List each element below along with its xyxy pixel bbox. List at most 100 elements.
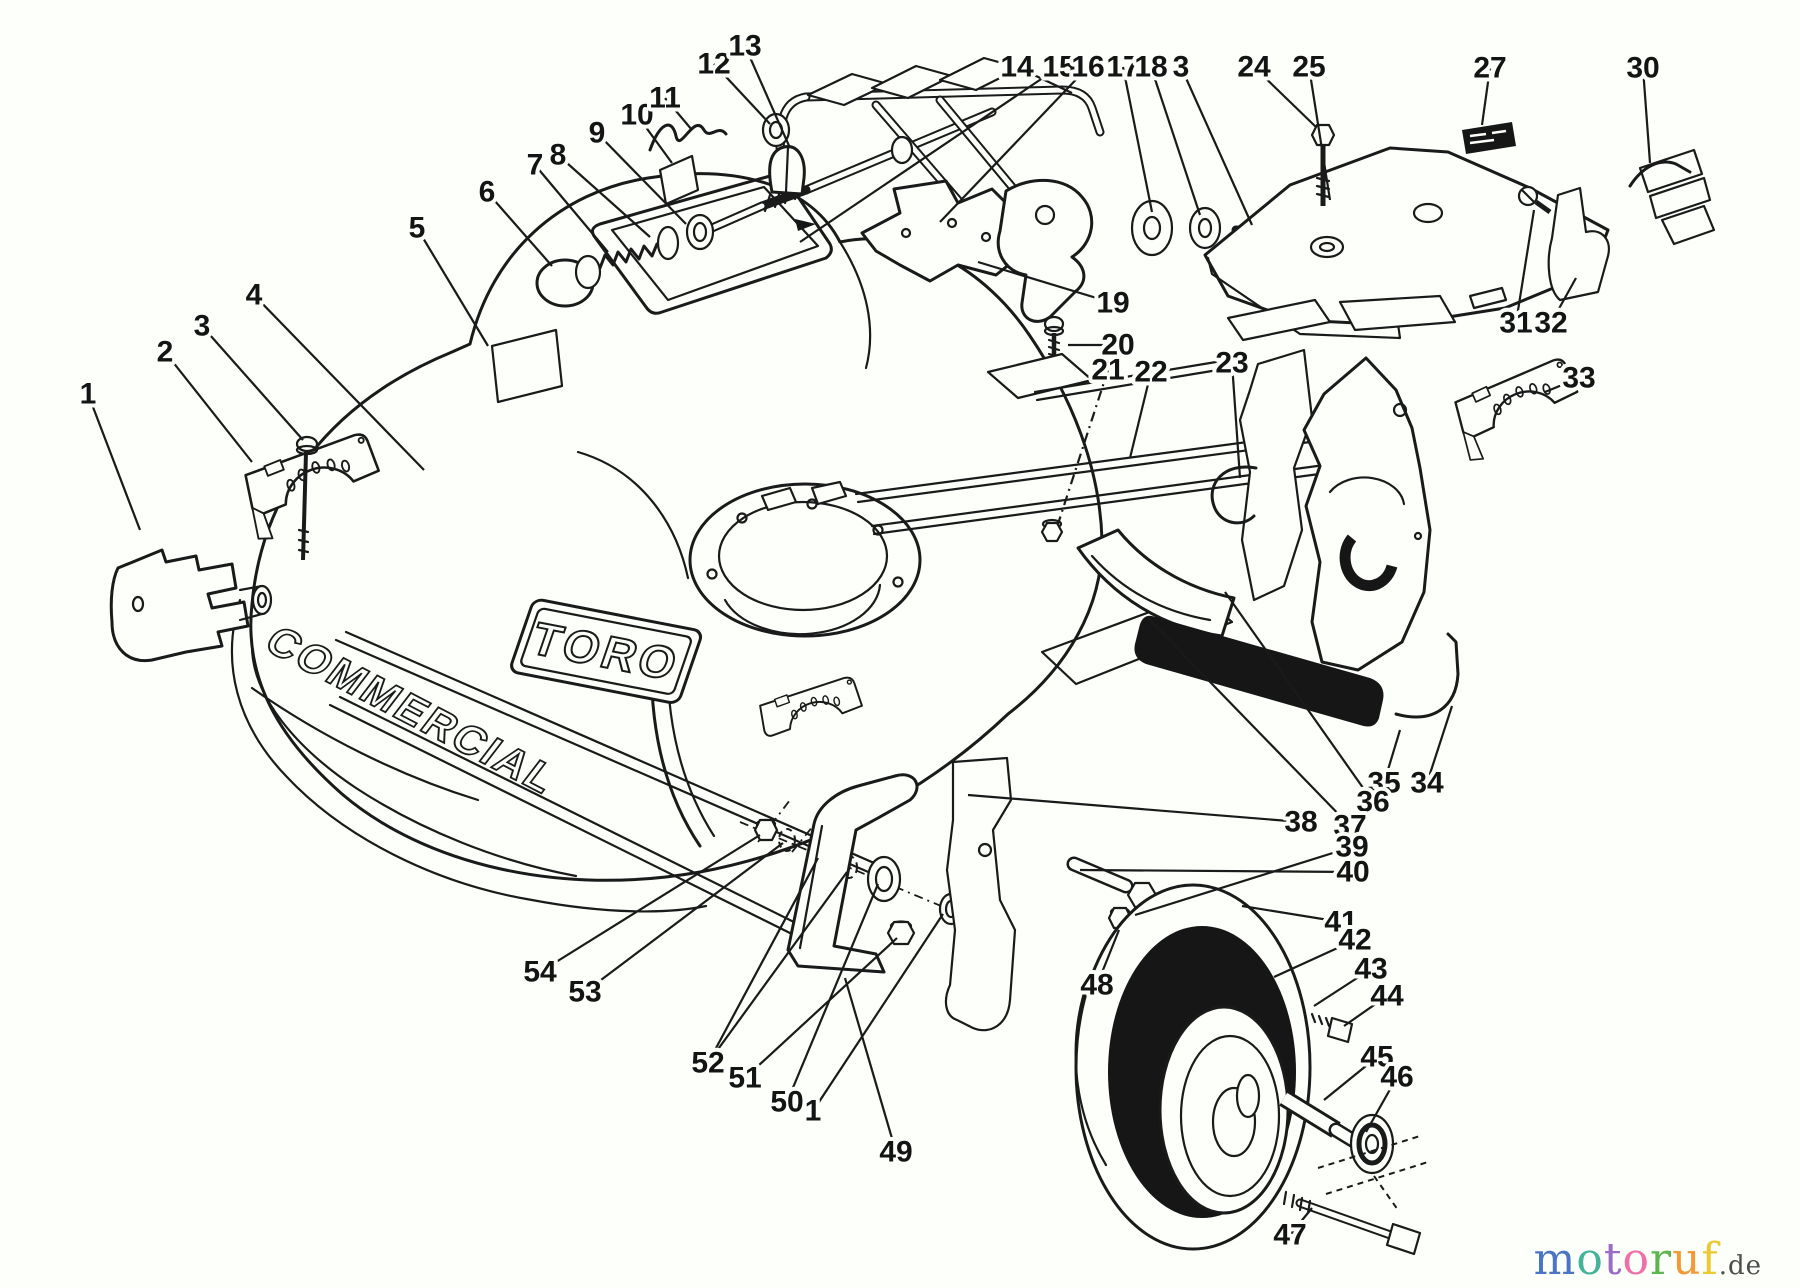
control-rod-parts — [535, 213, 715, 308]
rack-hole — [791, 709, 798, 720]
rack-screw — [846, 679, 853, 685]
leader-line-13 — [743, 45, 792, 149]
latch-hole — [946, 217, 958, 229]
leader-line-5 — [416, 227, 489, 347]
hub-center-ring — [1211, 1086, 1257, 1158]
cover-slot — [1468, 286, 1508, 310]
ring-step — [723, 583, 882, 636]
screw-slot — [1520, 188, 1536, 204]
callout-46: 46 — [1380, 1061, 1413, 1094]
spec-plate — [658, 154, 700, 206]
toro-plate — [510, 598, 703, 704]
rack-hole — [1529, 383, 1538, 395]
alignment-axis — [739, 821, 966, 917]
bracket-stub — [251, 584, 273, 616]
leader-line-8 — [557, 154, 651, 238]
latch-lever — [996, 178, 1094, 323]
leader-line-22 — [1128, 371, 1153, 459]
rack-body — [1454, 358, 1579, 439]
adjuster-nut-21 — [1040, 518, 1064, 543]
deck-dome-outline — [249, 172, 1104, 882]
large-washer-hole — [1142, 215, 1162, 241]
handle-assembly — [648, 56, 1105, 263]
support-rail-top — [1033, 356, 1244, 402]
rack-hole — [810, 696, 818, 707]
compression-spring — [598, 242, 659, 270]
leader-line-50 — [785, 883, 880, 1103]
leader-line-40 — [1079, 868, 1354, 874]
callout-36: 36 — [1356, 786, 1389, 819]
handlebar-tube-core — [803, 87, 1103, 135]
ring-bolt-hole — [736, 512, 748, 524]
warning-label-27 — [1462, 122, 1516, 154]
leader-line-30 — [1641, 67, 1652, 164]
callout-42: 42 — [1338, 924, 1371, 957]
callout-3: 3 — [194, 310, 211, 343]
callout-39: 39 — [1335, 831, 1368, 864]
cover-bracket-32 — [1547, 186, 1610, 302]
assembly-axis-dashes — [1317, 1135, 1429, 1211]
ring-bolt-hole — [706, 568, 718, 580]
label-plate-dark — [1462, 122, 1516, 154]
rack-flange — [251, 506, 274, 540]
callout-20: 20 — [1101, 329, 1134, 362]
callout-31: 31 — [1499, 307, 1532, 340]
callout-5: 5 — [409, 212, 426, 245]
callout-13: 13 — [728, 30, 761, 63]
hidden-washer-53 — [778, 828, 796, 852]
watermark-letter: r — [1650, 1234, 1673, 1285]
leader-line-33 — [1544, 376, 1580, 394]
callout-30: 30 — [1626, 52, 1659, 85]
leader-line-1 — [86, 393, 142, 531]
screw-shank — [1534, 199, 1552, 215]
leader-line-45 — [1323, 1056, 1378, 1101]
leader-line-6 — [486, 191, 553, 267]
leader-line-31 — [1514, 209, 1536, 324]
bracket-hole — [131, 595, 145, 613]
watermark-letter: f — [1701, 1234, 1719, 1285]
leader-line-35 — [1382, 729, 1402, 784]
bolt-head — [1385, 1222, 1422, 1256]
callout-51: 51 — [728, 1062, 761, 1095]
callout-37: 37 — [1333, 810, 1366, 843]
comb-rack-right — [1454, 358, 1579, 461]
boot-seam — [784, 145, 790, 194]
callout-52: 52 — [691, 1047, 724, 1080]
engine-mount-ring — [688, 480, 922, 638]
callout-45: 45 — [1360, 1041, 1393, 1074]
inner-side-plate — [1238, 348, 1314, 602]
leader-line-18 — [1149, 66, 1202, 216]
leader-line-44 — [1343, 995, 1388, 1027]
callout-27: 27 — [1473, 52, 1506, 85]
latch-hole — [980, 231, 992, 243]
rim-43 — [1158, 1005, 1290, 1215]
hinge-plate — [1638, 148, 1704, 194]
leader-line-10 — [636, 114, 673, 164]
keyed-bracket-1 — [109, 548, 250, 663]
leader-line-53 — [584, 842, 784, 993]
cover-bolt-recess — [1309, 235, 1345, 259]
rack-tab — [263, 459, 285, 477]
callout-23: 23 — [1215, 347, 1248, 380]
deck-skirt-inner-line — [250, 644, 578, 878]
leader-line-52 — [707, 857, 819, 1064]
pivot-bolt-20 — [986, 315, 1094, 400]
leader-line-49 — [843, 977, 898, 1153]
callout-49: 49 — [879, 1136, 912, 1169]
hinge-rod-30 — [1628, 160, 1692, 188]
control-rod-core — [709, 203, 765, 231]
tire-depth-line — [1074, 973, 1108, 1167]
tube-grommet — [890, 135, 914, 165]
toro-nameplate: TORO — [510, 598, 703, 704]
ring-tab-right — [810, 480, 848, 506]
callout-53: 53 — [568, 976, 601, 1009]
ring-washer — [685, 213, 715, 251]
plate-grommet — [1339, 534, 1398, 592]
callout-22: 22 — [1134, 356, 1167, 389]
hinge-plate — [1648, 176, 1712, 220]
plate-hole — [1413, 531, 1423, 541]
plate-hole — [1392, 402, 1408, 418]
leader-line-4 — [253, 294, 425, 471]
